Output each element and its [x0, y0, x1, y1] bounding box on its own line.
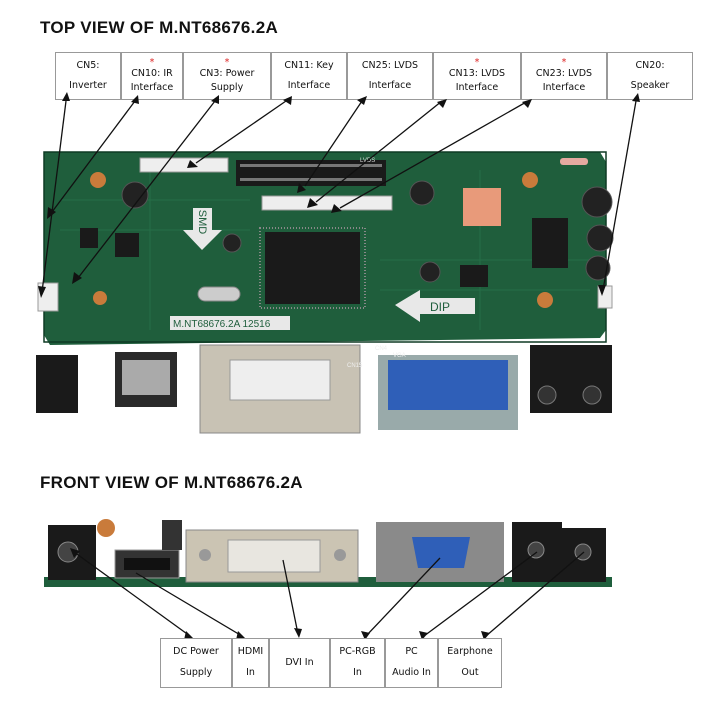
smd-text: SMD: [196, 210, 208, 235]
top-view-title: TOP VIEW OF M.NT68676.2A: [40, 18, 279, 37]
dip-arrow: [395, 290, 475, 322]
pin-rows: [240, 164, 382, 181]
capacitor: [419, 261, 441, 283]
main-ic-chip: [265, 232, 360, 304]
cn13-connector: [261, 195, 393, 211]
label-cn20-speaker: CN20: Speaker: [607, 52, 693, 100]
capacitor: [222, 233, 242, 253]
chip-pins: [259, 227, 366, 309]
label-cn5-inverter: CN5: Inverter: [55, 52, 121, 100]
hdmi-metal: [122, 360, 170, 395]
cn4-silk: CN4: [375, 346, 388, 352]
capacitor: [409, 180, 435, 206]
dc-jack-top: [36, 355, 78, 413]
smd-arrow: [183, 208, 222, 250]
label-cn25-lvds: CN25: LVDS Interface: [347, 52, 433, 100]
top-arrowheads: [38, 92, 640, 298]
cn15-silk: CN15: [347, 363, 363, 369]
thermal-pad: [463, 188, 501, 226]
dip-text: DIP: [430, 300, 450, 314]
capacitor: [585, 255, 611, 281]
capacitor: [121, 181, 149, 209]
label-cn13-lvds: *CN13: LVDS Interface: [433, 52, 521, 100]
resistor: [560, 158, 588, 165]
dvi-face: [229, 359, 331, 401]
small-ic: [80, 228, 98, 248]
inductor-pads: [90, 172, 553, 308]
label-line2: Inverter: [69, 79, 107, 91]
capacitor: [586, 224, 614, 252]
small-ic: [532, 218, 568, 268]
label-cn23-lvds: *CN23: LVDS Interface: [521, 52, 607, 100]
board-label-plate: [170, 316, 290, 330]
cn3-connector: [139, 157, 229, 173]
board-label-text: M.NT68676.2A 12516: [173, 319, 271, 330]
vga-silk: VGA: [393, 353, 406, 359]
label-cn3-power: *CN3: Power Supply: [183, 52, 271, 100]
audio-jack: [537, 385, 557, 405]
crystal: [197, 286, 241, 302]
label-line1: CN5:: [76, 59, 100, 71]
label-cn11-key: CN11: Key Interface: [271, 52, 347, 100]
small-ic: [115, 233, 139, 257]
audio-jack: [582, 385, 602, 405]
small-ic: [460, 265, 488, 287]
capacitor: [581, 186, 613, 218]
label-dvi-in: DVI In: [269, 638, 330, 688]
top-arrows: [41, 100, 637, 293]
vga-blue-top: [388, 360, 508, 410]
front-view-title: FRONT VIEW OF M.NT68676.2A: [40, 473, 303, 492]
label-cn10-ir: *CN10: IR Interface: [121, 52, 183, 100]
